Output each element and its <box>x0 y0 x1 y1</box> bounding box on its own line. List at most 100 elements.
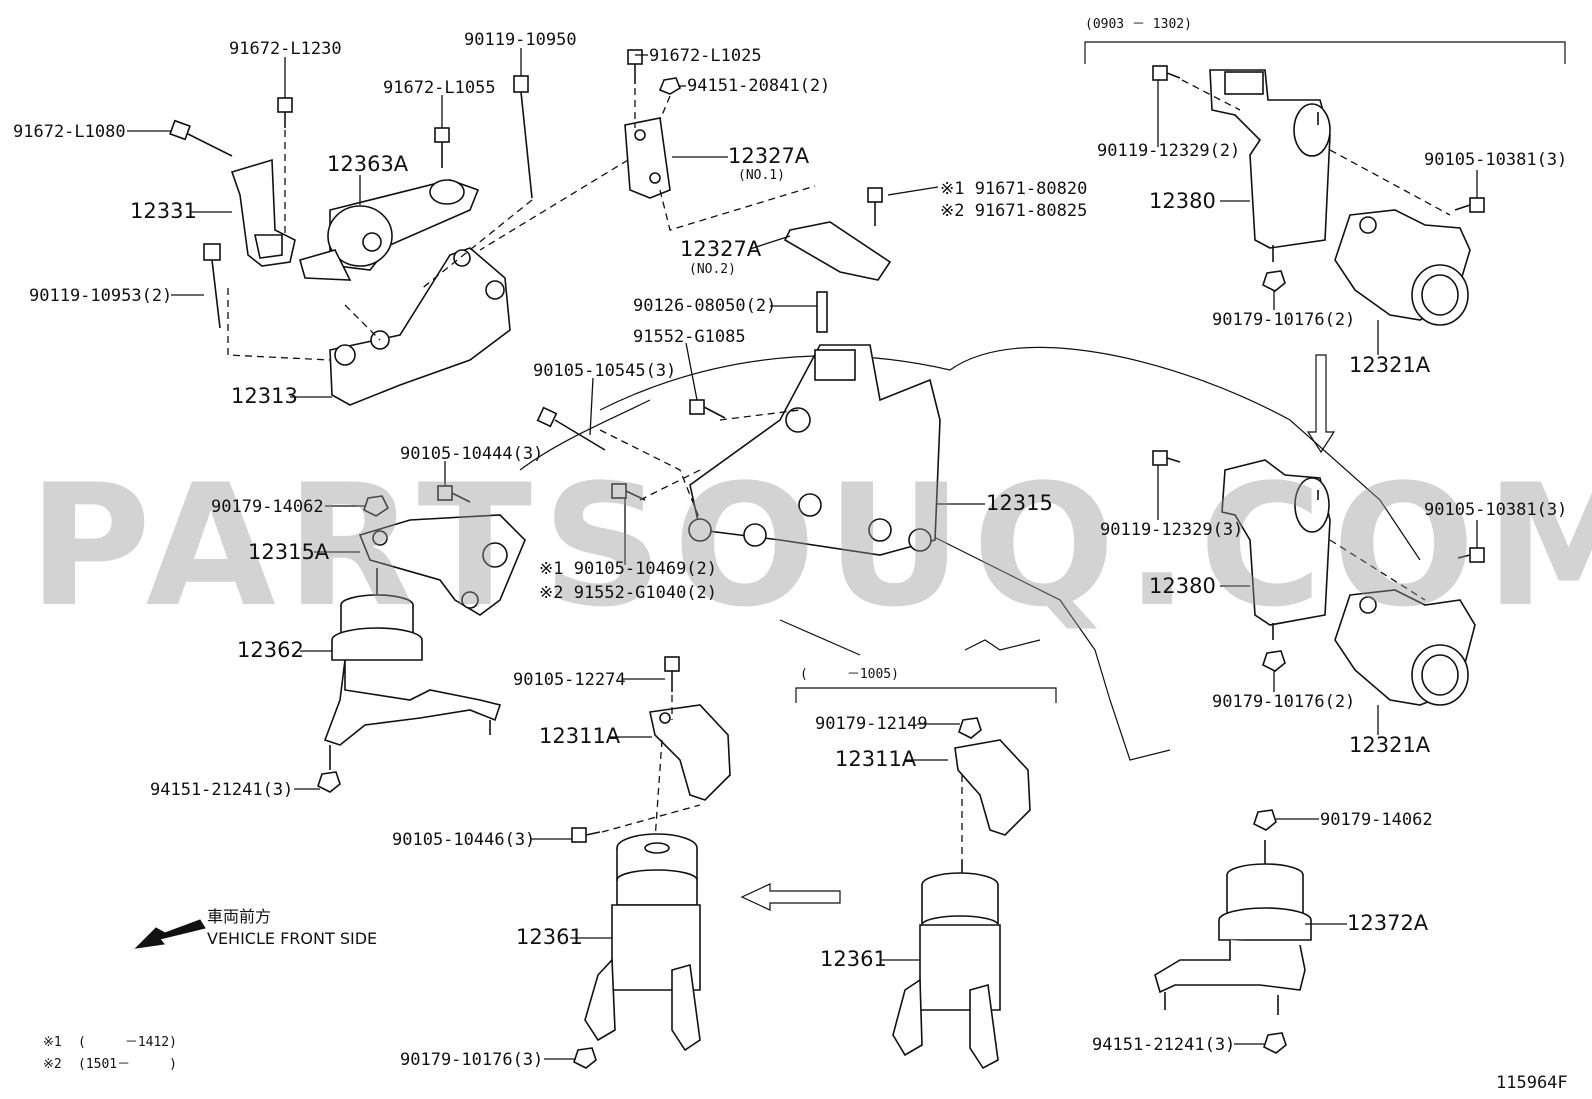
footnote-2-range: (1501－ ) <box>78 1057 177 1072</box>
part-label-90179-10176-lower[interactable]: 90179-10176(2) <box>1212 692 1356 712</box>
leader-dash-12315-a <box>599 429 701 521</box>
part-label-12372A[interactable]: 12372A <box>1347 911 1429 935</box>
part-label-91552-G1085[interactable]: 91552-G1085 <box>633 327 746 347</box>
part-label-12363A[interactable]: 12363A <box>327 152 409 176</box>
part-label-91672-L1055[interactable]: 91672-L1055 <box>383 78 496 98</box>
part-label-12321A-upper[interactable]: 12321A <box>1349 353 1431 377</box>
part-label-94151-21241-right[interactable]: 94151-21241(3) <box>1092 1035 1236 1055</box>
part-12321A-upper <box>1334 209 1471 326</box>
part-label-91672-L1230[interactable]: 91672-L1230 <box>229 39 342 59</box>
part-label-91672-L1080[interactable]: 91672-L1080 <box>13 122 126 142</box>
part-label-12362[interactable]: 12362 <box>237 638 304 662</box>
bolt-90119-10953 <box>203 243 221 329</box>
part-12361-mount-right <box>892 860 1001 1070</box>
nut-90179-10176-upper <box>1262 270 1286 292</box>
nut-90179-12149 <box>958 717 982 739</box>
nut-90179-10176-lower <box>1262 650 1286 672</box>
part-label-12327A-no1[interactable]: 12327A <box>728 144 810 168</box>
vehicle-front-jp-label: 車両前方 <box>207 907 272 926</box>
part-label-91671-80825[interactable]: ※2 91671-80825 <box>940 201 1088 221</box>
leader-dash-12380-upper-b <box>1329 149 1451 216</box>
part-label-90105-10545[interactable]: 90105-10545(3) <box>533 361 677 381</box>
footnote-1-range: ( －1412) <box>78 1035 177 1050</box>
date-range-upper-label: (0903 － 1302) <box>1085 17 1192 32</box>
bolt-90105-10444 <box>437 485 471 503</box>
part-12380-lower <box>1221 459 1331 640</box>
part-label-90105-10381-upper[interactable]: 90105-10381(3) <box>1424 150 1568 170</box>
part-label-91672-L1025[interactable]: 91672-L1025 <box>649 46 762 66</box>
nut-94151-21241-right <box>1263 1032 1287 1054</box>
part-label-91671-80820[interactable]: ※1 91671-80820 <box>940 179 1088 199</box>
part-label-90119-10950[interactable]: 90119-10950 <box>464 30 577 50</box>
part-label-12315A[interactable]: 12315A <box>248 540 330 564</box>
part-label-12361-left[interactable]: 12361 <box>516 925 583 949</box>
bolt-91552-G1085 <box>689 399 726 419</box>
part-12313-bracket <box>329 247 511 406</box>
part-12311A-bracket-left <box>649 704 731 801</box>
stud-90126-08050 <box>816 291 828 333</box>
bolt-90105-10446 <box>571 827 601 843</box>
part-label-90105-10444[interactable]: 90105-10444(3) <box>400 444 544 464</box>
leader-dash-12327A-d <box>479 159 629 251</box>
part-label-12331[interactable]: 12331 <box>130 199 197 223</box>
part-label-12361-right[interactable]: 12361 <box>820 947 887 971</box>
vehicle-body-outline-lower <box>899 519 1171 761</box>
bolt-90105-10381-lower <box>1457 547 1485 563</box>
part-12315A-bracket <box>358 514 526 616</box>
part-label-90179-14062-right[interactable]: 90179-14062 <box>1320 810 1433 830</box>
bolt-90119-12329-lower <box>1152 450 1181 466</box>
part-label-12380-lower[interactable]: 12380 <box>1149 574 1216 598</box>
part-label-90105-10381-lower[interactable]: 90105-10381(3) <box>1424 500 1568 520</box>
part-12311A-bracket-right <box>954 739 1031 836</box>
part-label-94151-20841[interactable]: 94151-20841(2) <box>687 76 831 96</box>
part-label-91552-G1040[interactable]: ※2 91552-G1040(2) <box>539 583 718 603</box>
part-12327A-no2-bracket <box>783 221 892 281</box>
leader-dash-12311A-a <box>601 804 701 833</box>
part-label-12327A-no2-sub: (NO.2) <box>689 262 736 277</box>
part-label-94151-21241-left[interactable]: 94151-21241(3) <box>150 780 294 800</box>
part-label-12313[interactable]: 12313 <box>231 384 298 408</box>
leader-dash-12327A-c <box>659 185 816 231</box>
part-label-90126-08050[interactable]: 90126-08050(2) <box>633 296 777 316</box>
leader-dash-12363A <box>344 304 381 341</box>
diagram-id: 115964F <box>1496 1073 1568 1093</box>
part-label-12380-upper[interactable]: 12380 <box>1149 189 1216 213</box>
part-label-12311A-right[interactable]: 12311A <box>835 747 917 771</box>
part-label-90119-12329-lower[interactable]: 90119-12329(3) <box>1100 520 1244 540</box>
nut-94151-21241-left <box>317 771 341 793</box>
part-label-90179-14062-left[interactable]: 90179-14062 <box>211 497 324 517</box>
part-12363A-torque-rod <box>299 179 480 281</box>
part-12327A-no1-bracket <box>624 117 671 199</box>
bolt-90105-10545 <box>536 406 606 451</box>
part-label-12327A-no2[interactable]: 12327A <box>680 237 762 261</box>
leader-dash-12380-lower <box>1329 539 1426 601</box>
bolt-90105-12274 <box>664 656 680 692</box>
nut-90179-14062 <box>363 495 390 517</box>
part-label-12311A-left[interactable]: 12311A <box>539 724 621 748</box>
nut-90179-10176-left <box>573 1047 597 1069</box>
part-label-90105-10469[interactable]: ※1 90105-10469(2) <box>539 559 718 579</box>
nut-94151-20841 <box>658 77 681 95</box>
part-12331-bracket <box>230 158 296 267</box>
part-label-90119-12329-upper[interactable]: 90119-12329(2) <box>1097 141 1241 161</box>
part-label-90179-12149[interactable]: 90179-12149 <box>815 714 928 734</box>
vehicle-front-en-label: VEHICLE FRONT SIDE <box>207 929 378 948</box>
part-label-12315[interactable]: 12315 <box>986 491 1053 515</box>
outline-arc <box>519 399 651 471</box>
leader-lines <box>127 48 1478 1060</box>
part-label-12327A-no1-sub: (NO.1) <box>738 168 785 183</box>
part-label-90105-12274[interactable]: 90105-12274 <box>513 670 626 690</box>
part-label-90119-10953[interactable]: 90119-10953(2) <box>29 286 173 306</box>
part-label-12321A-lower[interactable]: 12321A <box>1349 733 1431 757</box>
part-12380-upper <box>1209 69 1331 262</box>
vehicle-body-outline-detail <box>779 619 1041 656</box>
leader-dash-12313-a <box>227 288 331 361</box>
transition-arrow-left <box>740 883 841 911</box>
bolt-91672-L1080 <box>169 119 233 157</box>
part-12321A-lower <box>1334 589 1476 706</box>
part-12361-mount-left <box>584 833 701 1052</box>
part-label-90105-10446[interactable]: 90105-10446(3) <box>392 830 536 850</box>
leader-dash-12315-c <box>719 409 801 421</box>
part-label-90179-10176-upper[interactable]: 90179-10176(2) <box>1212 310 1356 330</box>
part-label-90179-10176-left[interactable]: 90179-10176(3) <box>400 1050 544 1070</box>
